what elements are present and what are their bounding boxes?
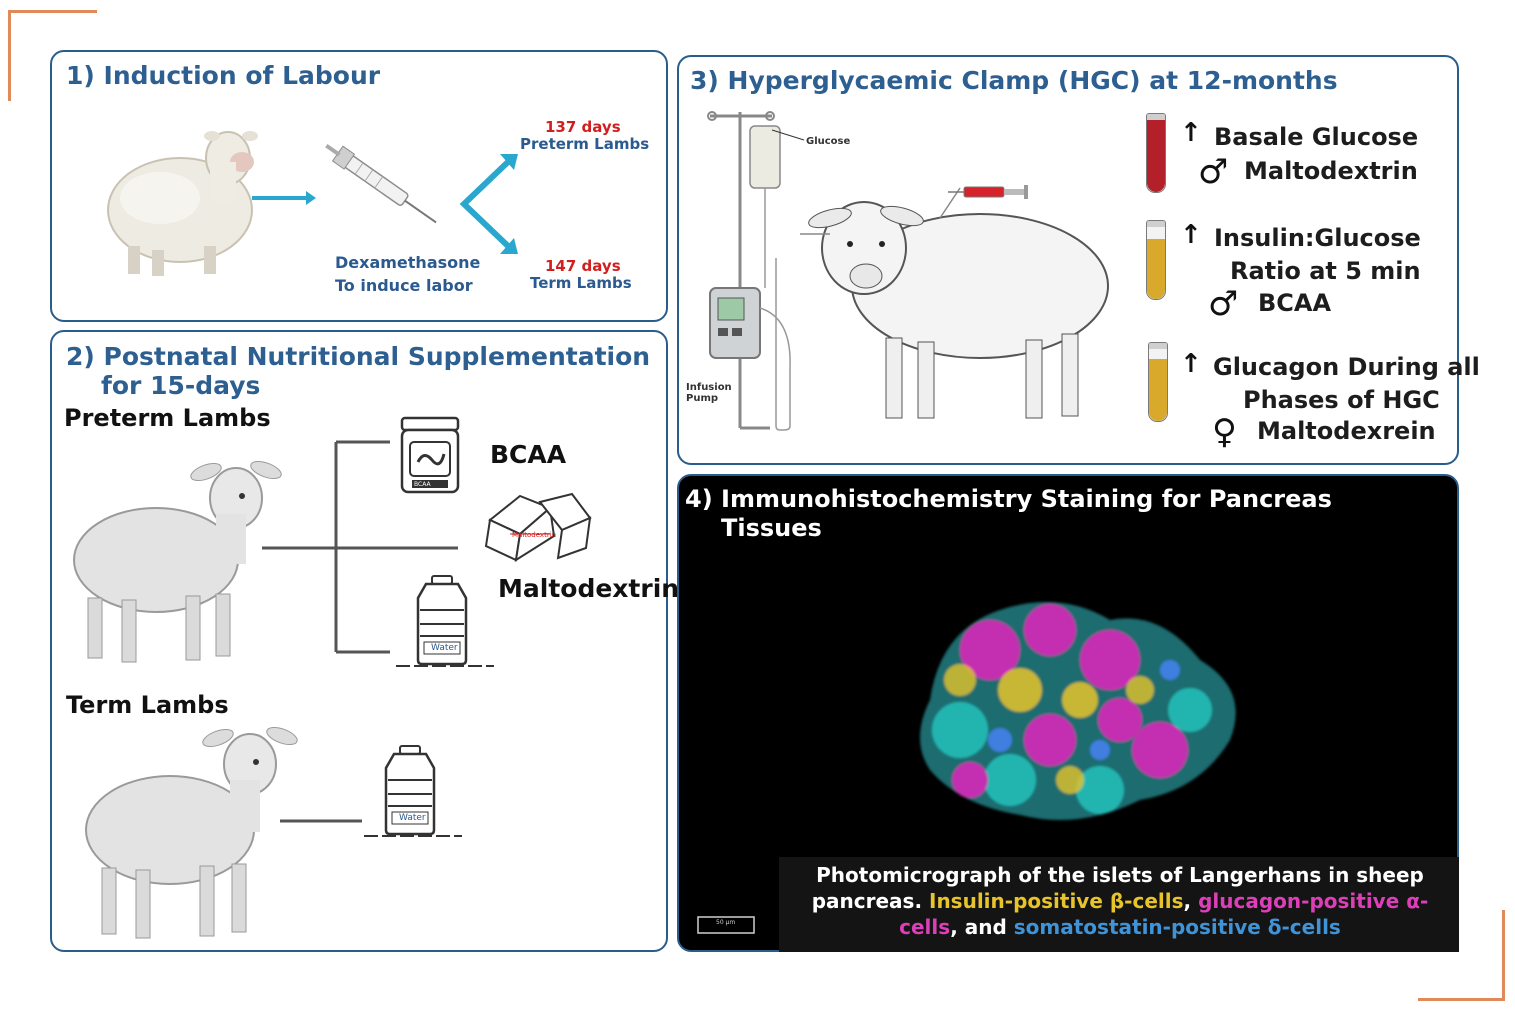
right-arrow	[252, 191, 316, 205]
tube3-fill	[1149, 359, 1167, 421]
blood-tube-1	[1146, 113, 1166, 193]
result2-line3: BCAA	[1258, 289, 1332, 317]
panel4-title-line2: Tissues	[721, 514, 822, 542]
tube1-fill	[1147, 120, 1165, 192]
drug-label-line2: To induce labor	[335, 276, 473, 295]
blood-syringe-icon	[948, 185, 1028, 199]
pump-label-line1: Infusion	[686, 382, 732, 393]
caption-insulin: Insulin-positive β-cells	[929, 889, 1184, 913]
split-arrow	[459, 154, 518, 254]
micrograph-caption: Photomicrograph of the islets of Langerh…	[790, 862, 1450, 940]
term-days: 147 days	[545, 257, 621, 275]
scale-bar-label: 50 µm	[716, 919, 736, 926]
bcaa-jar-icon	[400, 416, 460, 494]
drug-label-line1: Dexamethasone	[335, 253, 481, 272]
adult-sheep-illustration	[800, 187, 1109, 419]
bcaa-jar-label: BCAA	[414, 481, 431, 488]
panel2-title-line2: for 15-days	[101, 371, 261, 400]
water-label-term: Water	[399, 813, 426, 823]
preterm-label: Preterm Lambs	[520, 135, 650, 153]
pump-label-line2: Pump	[686, 393, 719, 404]
up-arrow-3: ↑	[1180, 349, 1202, 379]
panel4-title-line1: 4) Immunohistochemistry Staining for Pan…	[685, 485, 1332, 513]
water-bottle-icon-preterm	[396, 575, 494, 667]
iv-stand-and-pump	[707, 111, 791, 431]
term-line	[280, 819, 362, 823]
panel3-title: 3) Hyperglycaemic Clamp (HGC) at 12-mont…	[690, 66, 1338, 95]
term-lamb-illustration	[85, 726, 298, 939]
result2-line1: Insulin:Glucose	[1214, 224, 1421, 252]
maltodextrin-label: Maltodextrin	[498, 574, 680, 603]
male-symbol-2: ♂	[1208, 284, 1239, 324]
maltodextrin-pack-icon	[484, 492, 592, 563]
glucose-bag-label: Glucose	[806, 136, 851, 147]
water-bottle-icon-term	[364, 745, 462, 837]
caption-sep1: ,	[1183, 889, 1199, 913]
syringe-icon	[325, 143, 437, 224]
result1-line1: Basale Glucose	[1214, 123, 1419, 151]
preterm-days: 137 days	[545, 118, 621, 136]
up-arrow-1: ↑	[1180, 118, 1202, 148]
maltodextrin-pack-label: Maltodextrin	[512, 531, 557, 539]
tube2-fill	[1147, 239, 1165, 299]
panel2-title-line1: 2) Postnatal Nutritional Supplementation	[66, 342, 651, 371]
result3-line1: Glucagon During all	[1213, 353, 1480, 381]
caption-somatostatin: somatostatin-positive δ-cells	[1013, 915, 1341, 939]
blood-tube-2	[1146, 220, 1166, 300]
ewe-illustration	[107, 131, 258, 276]
male-symbol-1: ♂	[1198, 152, 1229, 192]
corner-bracket-top-left	[8, 10, 97, 101]
term-lambs-heading: Term Lambs	[66, 691, 229, 719]
result3-line3: Maltodexrein	[1257, 417, 1436, 445]
term-label: Term Lambs	[530, 274, 632, 292]
caption-part1: Photomicrograph of the islets of Langerh…	[811, 863, 1424, 913]
bcaa-label: BCAA	[490, 440, 567, 469]
glucose-label-pointer	[771, 129, 805, 141]
up-arrow-2: ↑	[1180, 220, 1202, 250]
result2-line2: Ratio at 5 min	[1230, 257, 1421, 285]
blood-tube-3	[1148, 342, 1168, 422]
water-label-preterm: Water	[431, 643, 458, 653]
preterm-lambs-heading: Preterm Lambs	[64, 404, 271, 432]
preterm-lamb-illustration	[73, 460, 282, 663]
scale-bar	[697, 916, 755, 934]
result1-line2: Maltodextrin	[1244, 157, 1418, 185]
caption-background	[779, 857, 1459, 952]
caption-glucagon: glucagon-positive α-cells	[899, 889, 1429, 939]
caption-sep2: , and	[950, 915, 1014, 939]
panel1-title: 1) Induction of Labour	[66, 61, 381, 90]
corner-bracket-bottom-right	[1418, 910, 1505, 1001]
result3-line2: Phases of HGC	[1243, 386, 1440, 414]
preterm-bracket-lines	[262, 440, 458, 654]
pancreatic-islet-micrograph	[920, 602, 1236, 820]
female-symbol: ♀	[1212, 412, 1237, 452]
